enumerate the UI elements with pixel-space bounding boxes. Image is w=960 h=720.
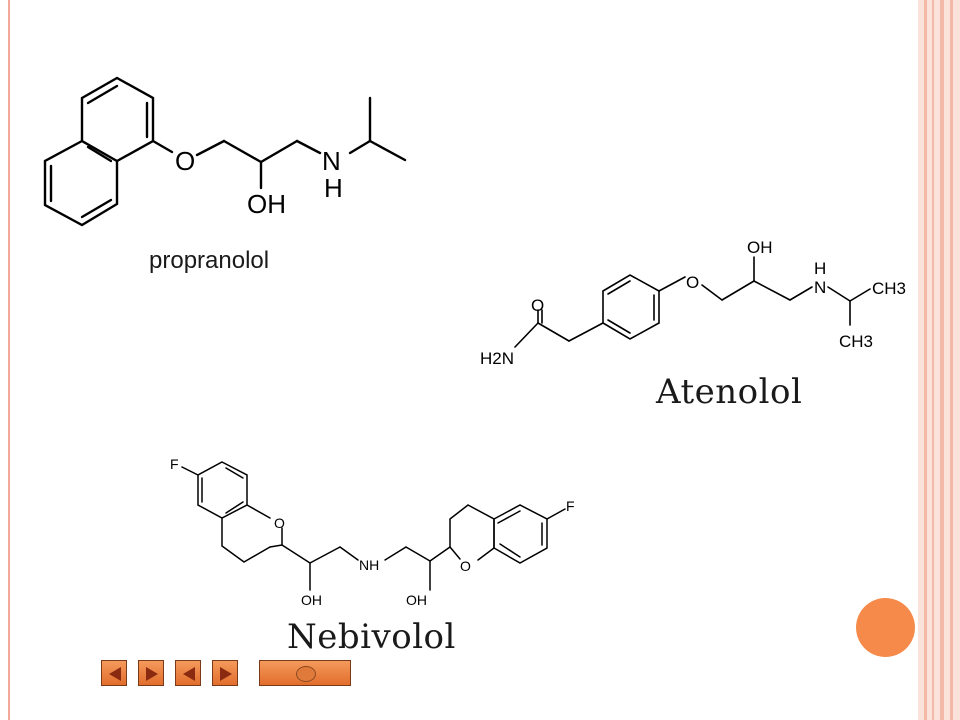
atenolol-diagram: O H2N O OH H N CH3 CH3 — [480, 238, 906, 365]
propranolol-hydrogen-label: H — [324, 173, 343, 203]
atenolol-amine-h-label: H — [814, 259, 826, 278]
nebivolol-fluorine-left-label: F — [170, 456, 179, 472]
nebivolol-structure: F O OH NH OH O F — [160, 445, 590, 615]
nebivolol-diagram: F O OH NH OH O F — [170, 456, 575, 608]
propranolol-caption: propranolol — [149, 247, 270, 274]
atenolol-ether-oxygen-label: O — [686, 273, 699, 292]
last-slide-button[interactable] — [212, 660, 238, 686]
atenolol-amine-n-label: N — [814, 278, 826, 297]
slider-thumb-icon[interactable] — [296, 666, 316, 682]
next-slide-button[interactable] — [138, 660, 164, 686]
nebivolol-amine-label: NH — [359, 557, 379, 573]
slide-progress-slider[interactable] — [259, 660, 351, 686]
nebivolol-ring-oxygen-right-label: O — [460, 558, 471, 574]
first-slide-button[interactable] — [101, 660, 127, 686]
first-slide-icon — [109, 667, 121, 681]
atenolol-methyl-1-label: CH3 — [872, 279, 906, 298]
propranolol-oxygen-label: O — [175, 146, 195, 176]
nebivolol-fluorine-right-label: F — [566, 498, 575, 514]
previous-slide-button[interactable] — [175, 660, 201, 686]
atenolol-methyl-2-label: CH3 — [839, 332, 873, 351]
atenolol-structure: O H2N O OH H N CH3 CH3 — [460, 225, 920, 365]
propranolol-structure: O N H OH — [0, 0, 440, 240]
previous-slide-icon — [183, 667, 195, 681]
atenolol-carbonyl-oxygen-label: O — [531, 296, 544, 315]
last-slide-icon — [220, 667, 232, 681]
atenolol-hydroxyl-label: OH — [747, 238, 773, 257]
nebivolol-caption: Nebivolol — [287, 617, 456, 657]
nebivolol-hydroxyl-left-label: OH — [301, 592, 322, 608]
propranolol-hydroxyl-label: OH — [247, 189, 286, 219]
atenolol-amide-label: H2N — [480, 349, 514, 365]
atenolol-caption: Atenolol — [656, 372, 803, 412]
propranolol-nitrogen-label: N — [322, 146, 341, 176]
right-border-decoration — [918, 0, 960, 720]
nebivolol-ring-oxygen-left-label: O — [274, 515, 285, 531]
accent-circle — [856, 598, 915, 657]
propranolol-diagram: O N H OH — [43, 76, 407, 227]
nebivolol-hydroxyl-right-label: OH — [406, 592, 427, 608]
next-slide-icon — [146, 667, 158, 681]
left-border-decoration — [8, 0, 10, 720]
